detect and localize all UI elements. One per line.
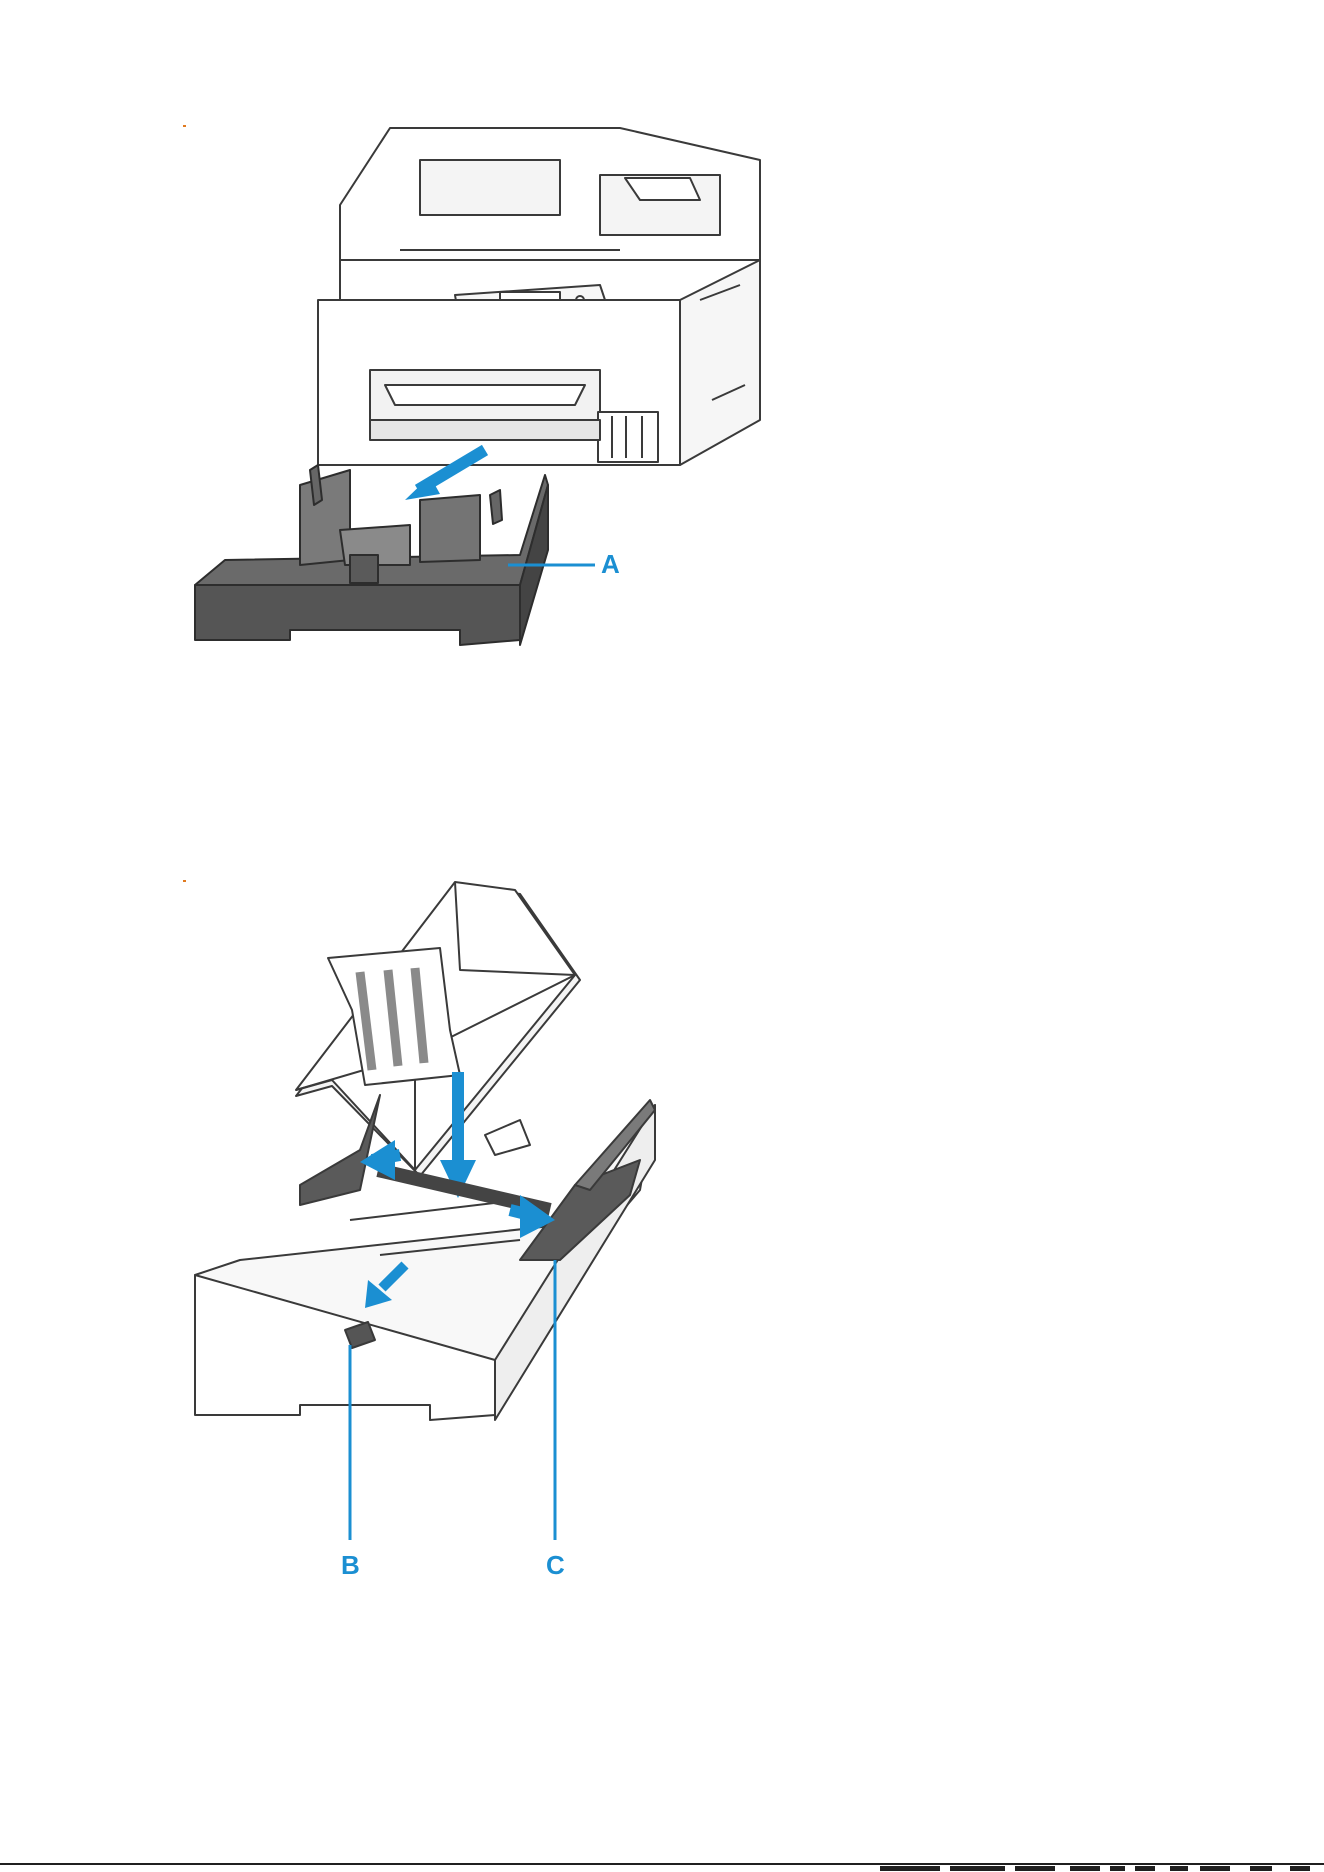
figure-load-envelopes: B C (0, 860, 1324, 1620)
printer-illustration (0, 0, 1324, 700)
page-bottom-edge (0, 1863, 1324, 1872)
callout-label-c: C (546, 1552, 565, 1578)
callout-label-b: B (341, 1552, 360, 1578)
printer (318, 128, 760, 465)
cassette-dark (195, 465, 548, 645)
figure-remove-cassette: A (0, 0, 1324, 700)
envelope-loading-illustration (0, 860, 1324, 1620)
callout-label-a: A (601, 551, 620, 577)
envelope-stack (296, 882, 580, 1176)
